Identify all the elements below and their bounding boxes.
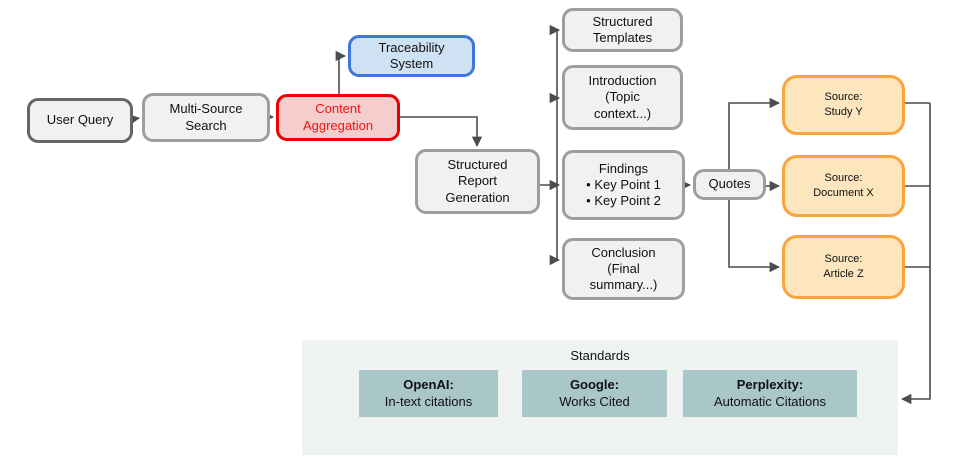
node-source-study-y-label: Source: Study Y [824, 91, 863, 118]
standards-item-openai-name: OpenAI: [403, 376, 454, 392]
node-quotes-label: Quotes [708, 176, 751, 192]
node-findings: Findings • Key Point 1 • Key Point 2 [562, 150, 685, 220]
node-traceability-system-label: Traceability System [378, 39, 445, 71]
node-findings-label: Findings • Key Point 1 • Key Point 2 [586, 160, 661, 209]
node-source-document-x: Source: Document X [782, 155, 905, 217]
node-structured-report-generation: Structured Report Generation [415, 149, 540, 214]
node-source-document-x-label: Source: Document X [813, 172, 874, 199]
node-traceability-system: Traceability System [348, 35, 475, 77]
node-conclusion-label: Conclusion (Final summary...) [589, 244, 658, 293]
node-source-study-y: Source: Study Y [782, 75, 905, 135]
node-quotes: Quotes [693, 169, 766, 200]
standards-item-google-desc: Works Cited [559, 393, 630, 409]
node-introduction: Introduction (Topic context...) [562, 65, 683, 130]
node-multi-source-search: Multi-Source Search [142, 93, 270, 142]
node-user-query-label: User Query [46, 112, 114, 128]
node-source-article-z: Source: Article Z [782, 235, 905, 299]
standards-item-google: Google: Works Cited [522, 370, 667, 417]
standards-title: Standards [570, 348, 630, 363]
standards-item-perplexity: Perplexity: Automatic Citations [683, 370, 857, 417]
standards-item-perplexity-name: Perplexity: [736, 376, 804, 392]
standards-panel: Standards OpenAI: In-text citations Goog… [302, 340, 898, 455]
node-source-article-z-label: Source: Article Z [823, 253, 864, 280]
standards-item-perplexity-desc: Automatic Citations [714, 393, 826, 409]
standards-item-openai-desc: In-text citations [384, 393, 473, 409]
standards-item-google-name: Google: [569, 376, 620, 392]
node-structured-report-generation-label: Structured Report Generation [445, 157, 510, 205]
node-structured-templates: Structured Templates [562, 8, 683, 52]
node-user-query: User Query [27, 98, 133, 143]
node-content-aggregation-label: Content Aggregation [302, 101, 374, 133]
node-introduction-label: Introduction (Topic context...) [588, 73, 657, 121]
node-content-aggregation: Content Aggregation [276, 94, 400, 141]
standards-item-openai: OpenAI: In-text citations [359, 370, 498, 417]
node-conclusion: Conclusion (Final summary...) [562, 238, 685, 300]
node-structured-templates-label: Structured Templates [592, 13, 653, 45]
node-multi-source-search-label: Multi-Source Search [169, 101, 243, 133]
